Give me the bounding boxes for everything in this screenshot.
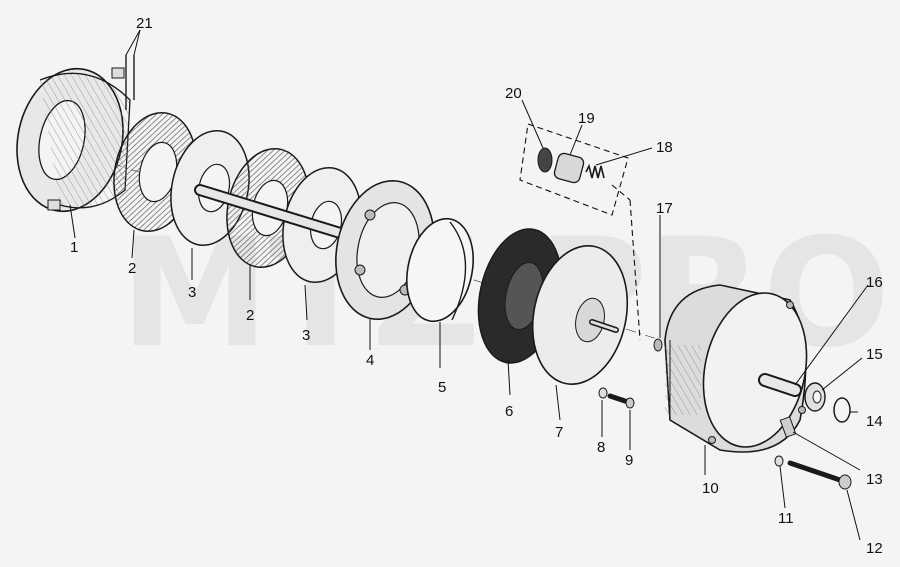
part-19-valve-body — [553, 152, 585, 184]
callout-18: 18 — [656, 139, 673, 156]
part-18-spring — [585, 163, 605, 179]
callout-14: 14 — [866, 413, 883, 430]
callout-6: 6 — [505, 403, 513, 420]
callout-17: 17 — [656, 200, 673, 217]
part-14-retaining-ring — [833, 397, 851, 423]
part-21-pins — [125, 55, 135, 110]
callout-10: 10 — [702, 480, 719, 497]
callout-16: 16 — [866, 274, 883, 291]
callout-2a: 2 — [128, 260, 136, 277]
part-12-long-bolt — [787, 460, 852, 490]
part-9-bolt — [607, 393, 635, 409]
spline-shaft-highlight — [196, 186, 354, 240]
part-13-fitting — [779, 416, 797, 438]
callout-11: 11 — [778, 510, 794, 527]
callout-2b: 2 — [246, 307, 254, 324]
callout-12: 12 — [866, 540, 883, 557]
callout-9: 9 — [625, 452, 633, 469]
inset-valve-group — [519, 123, 641, 341]
callout-19: 19 — [578, 110, 595, 127]
part-20-seal-ring — [537, 147, 553, 173]
part-15-bushing — [804, 382, 826, 412]
part-16-shaft-stub — [758, 373, 802, 397]
callout-20: 20 — [505, 85, 522, 102]
callout-4: 4 — [366, 352, 374, 369]
part-11-washer — [774, 455, 784, 467]
part-5-piston — [406, 217, 474, 323]
callout-1: 1 — [70, 239, 78, 256]
callout-5: 5 — [438, 379, 446, 396]
leader-lines — [69, 29, 869, 541]
callout-8: 8 — [597, 439, 605, 456]
callout-labels: 1 2 2 3 3 4 5 6 7 8 9 10 11 12 13 14 15 … — [70, 15, 883, 557]
part-8-washer — [598, 387, 608, 399]
callout-13: 13 — [866, 471, 883, 488]
callout-15: 15 — [866, 346, 883, 363]
callout-3a: 3 — [188, 284, 196, 301]
callout-21: 21 — [136, 15, 153, 32]
part-17-dowel — [653, 338, 663, 352]
callout-3b: 3 — [302, 327, 310, 344]
part-10-main-housing — [664, 284, 808, 453]
part-7-cover — [531, 245, 629, 385]
callout-7: 7 — [555, 424, 563, 441]
